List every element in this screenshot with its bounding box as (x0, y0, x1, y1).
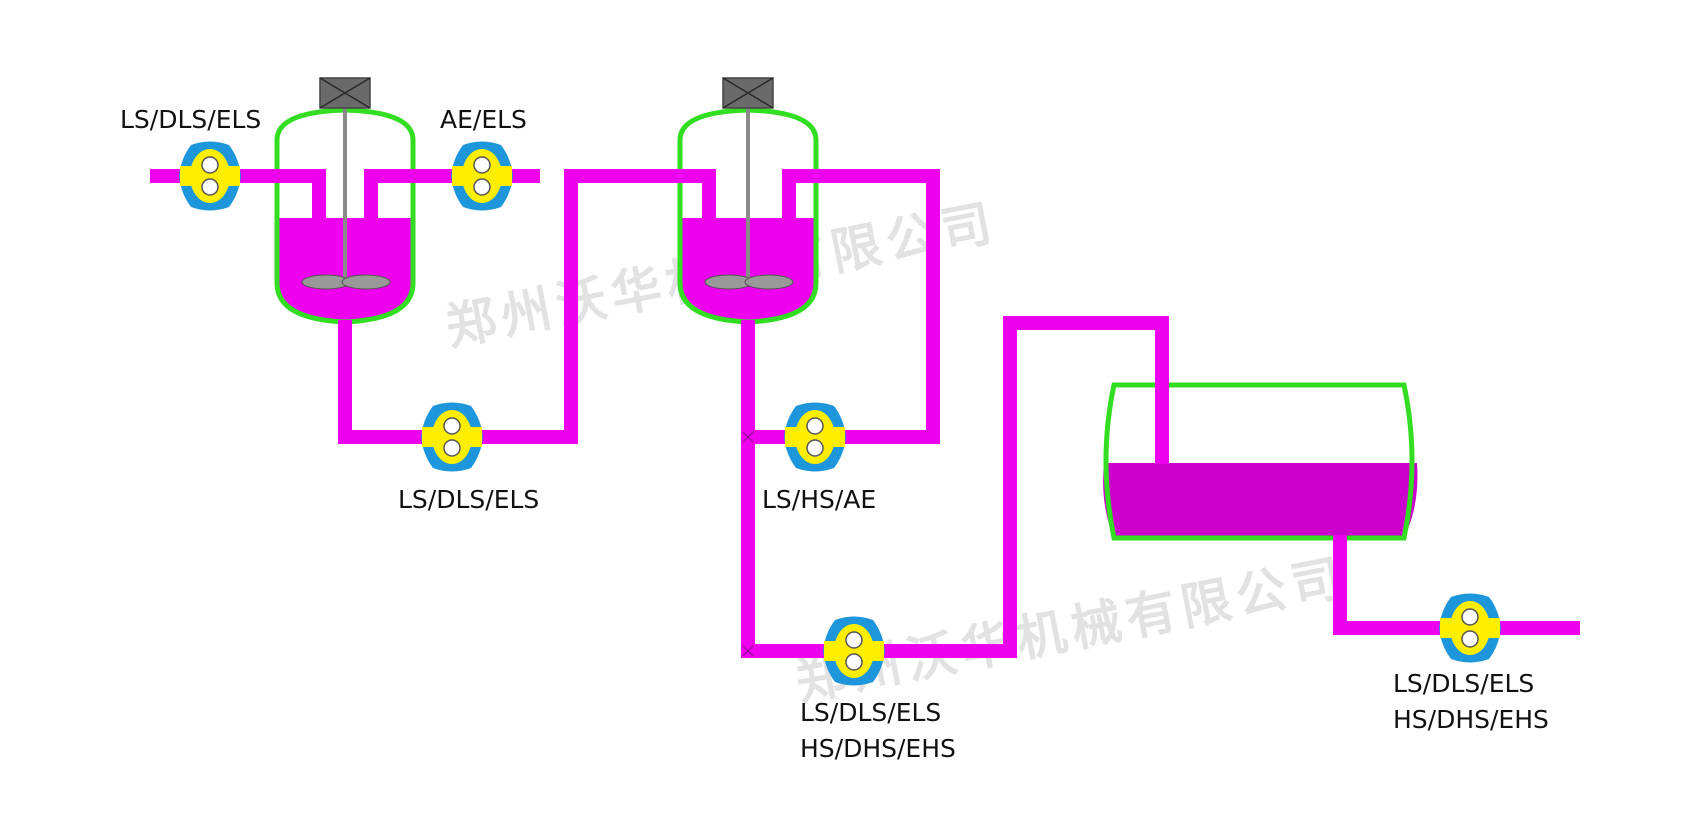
pipe (338, 320, 352, 444)
pipe (312, 169, 326, 219)
pump-6-label-line2: HS/DHS/EHS (1393, 705, 1549, 734)
pipe (1003, 316, 1017, 658)
pump-1-icon (178, 140, 242, 212)
storage-tank-vessel (1103, 382, 1415, 541)
pipe (741, 320, 755, 658)
pump-6-icon (1438, 592, 1502, 664)
motor-icon (722, 77, 774, 109)
junction-marker (742, 431, 754, 443)
reactor-1-vessel (274, 107, 416, 325)
pump-1-label: LS/DLS/ELS (120, 105, 261, 134)
pipe (926, 169, 940, 444)
pipe (364, 169, 378, 219)
reactor-2-vessel (677, 107, 819, 325)
pump-4-label: LS/HS/AE (762, 485, 876, 514)
junction-marker (742, 645, 754, 657)
pipe (1333, 535, 1347, 635)
pipe (782, 169, 796, 219)
motor-icon (319, 77, 371, 109)
impeller-blade (744, 274, 794, 290)
labels: LS/DLS/ELS AE/ELS LS/DLS/ELS LS/HS/AE LS… (120, 105, 1549, 763)
pump-5-label-line1: LS/DLS/ELS (800, 698, 941, 727)
pipe (702, 169, 716, 219)
agitator-1 (301, 77, 391, 290)
impeller-blade (341, 274, 391, 290)
pump-3-label: LS/DLS/ELS (398, 485, 539, 514)
storage-tank (1103, 382, 1418, 541)
pipe (1003, 316, 1169, 330)
pipe (564, 169, 578, 444)
storage-tank-liquid (1103, 463, 1418, 538)
shaft (746, 106, 750, 282)
shaft (343, 106, 347, 282)
pipe (782, 169, 940, 183)
agitator-2 (704, 77, 794, 290)
pump-6-label-line1: LS/DLS/ELS (1393, 669, 1534, 698)
pump-3-icon (420, 401, 484, 473)
pump-2-label: AE/ELS (440, 105, 527, 134)
pump-4-icon (783, 401, 847, 473)
pump-5-label-line2: HS/DHS/EHS (800, 734, 956, 763)
pipe-junction-markers (742, 431, 754, 657)
pipe (1155, 316, 1169, 464)
pump-2-icon (450, 140, 514, 212)
pipe (564, 169, 716, 183)
pump-5-icon (822, 615, 886, 687)
